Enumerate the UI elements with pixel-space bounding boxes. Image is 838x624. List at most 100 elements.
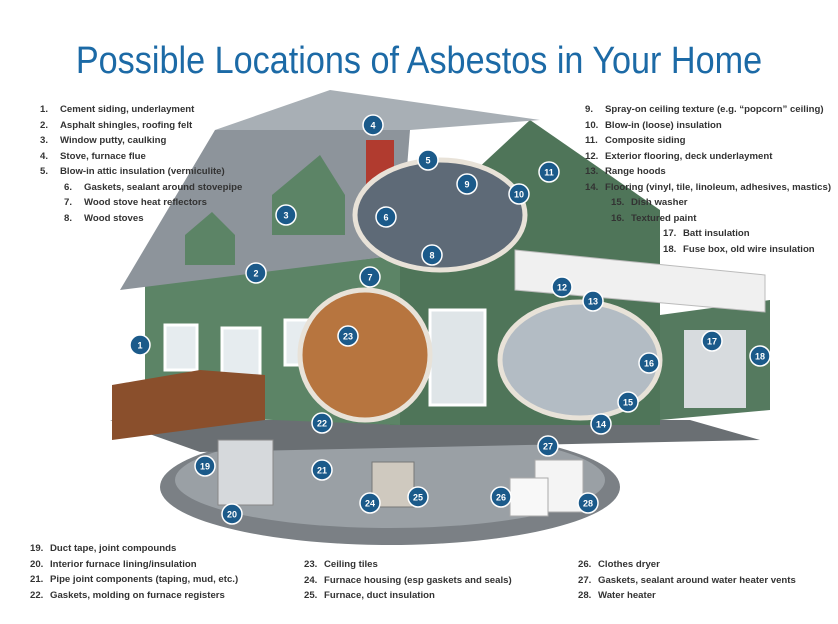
marker-circle <box>221 503 243 525</box>
marker-circle <box>490 486 512 508</box>
location-marker-16: 16 <box>638 352 660 374</box>
legend-bottom-left: 19.Duct tape, joint compounds 20.Interio… <box>30 541 238 603</box>
location-marker-18: 18 <box>749 345 771 367</box>
legend-item: 4.Stove, furnace flue <box>40 150 146 162</box>
legend-item: 25.Furnace, duct insulation <box>304 590 435 601</box>
location-marker-12: 12 <box>551 276 573 298</box>
location-marker-4: 4 <box>362 114 384 136</box>
marker-circle <box>362 114 384 136</box>
marker-label: 1 <box>137 341 142 351</box>
location-marker-20: 20 <box>221 503 243 525</box>
location-marker-10: 10 <box>508 183 530 205</box>
legend-bottom-right: 26.Clothes dryer 27.Gaskets, sealant aro… <box>578 557 796 604</box>
roof-ridge <box>215 90 540 130</box>
legend-top-left: 1.Cement siding, underlayment 2.Asphalt … <box>40 102 242 226</box>
marker-label: 19 <box>200 462 210 472</box>
marker-label: 9 <box>464 180 469 190</box>
marker-circle <box>577 492 599 514</box>
cutaway-room <box>297 287 433 423</box>
marker-layer: 1234567891011121314151617181920212223242… <box>129 114 771 525</box>
location-marker-13: 13 <box>582 290 604 312</box>
marker-circle <box>551 276 573 298</box>
marker-circle <box>407 486 429 508</box>
marker-label: 6 <box>383 213 388 223</box>
marker-circle <box>245 262 267 284</box>
legend-item: 28.Water heater <box>578 590 656 601</box>
legend-item: 9.Spray-on ceiling texture (e.g. “popcor… <box>585 104 824 115</box>
marker-label: 28 <box>583 499 593 509</box>
marker-label: 7 <box>367 273 372 283</box>
marker-label: 3 <box>283 211 288 221</box>
legend-item: 6.Gaskets, sealant around stovepipe <box>64 181 243 193</box>
marker-label: 14 <box>596 420 606 430</box>
location-marker-3: 3 <box>275 204 297 226</box>
cutaway-kitchen <box>497 299 663 421</box>
marker-circle <box>375 206 397 228</box>
legend-item: 23.Ceiling tiles <box>304 559 378 570</box>
location-marker-9: 9 <box>456 173 478 195</box>
marker-label: 17 <box>707 337 717 347</box>
location-marker-26: 26 <box>490 486 512 508</box>
legend-item: 24.Furnace housing (esp gaskets and seal… <box>304 574 512 586</box>
marker-circle <box>311 412 333 434</box>
marker-circle <box>638 352 660 374</box>
marker-circle <box>417 149 439 171</box>
location-marker-6: 6 <box>375 206 397 228</box>
legend-item: 22.Gaskets, molding on furnace registers <box>30 589 225 601</box>
marker-circle <box>749 345 771 367</box>
marker-label: 13 <box>588 297 598 307</box>
marker-circle <box>508 183 530 205</box>
location-marker-1: 1 <box>129 334 151 356</box>
patio-door <box>428 308 487 407</box>
dormer-lower <box>185 212 235 265</box>
legend-item: 20.Interior furnace lining/insulation <box>30 558 197 570</box>
marker-circle <box>129 334 151 356</box>
legend-top-right: 9.Spray-on ceiling texture (e.g. “popcor… <box>585 102 831 257</box>
clothes-dryer <box>509 477 549 517</box>
location-marker-27: 27 <box>537 435 559 457</box>
marker-label: 20 <box>227 510 237 520</box>
legend-item: 2.Asphalt shingles, roofing felt <box>40 119 193 131</box>
location-marker-25: 25 <box>407 486 429 508</box>
marker-circle <box>194 455 216 477</box>
legend-item: 21.Pipe joint components (taping, mud, e… <box>30 574 239 585</box>
location-marker-14: 14 <box>590 413 612 435</box>
legend-item: 8.Wood stoves <box>64 212 144 224</box>
location-marker-17: 17 <box>701 330 723 352</box>
legend-item: 5.Blow-in attic insulation (vermiculite) <box>40 166 225 177</box>
legend-item: 16.Textured paint <box>611 212 697 224</box>
marker-circle <box>701 330 723 352</box>
window-left <box>163 323 199 372</box>
marker-label: 21 <box>317 466 327 476</box>
location-marker-23: 23 <box>337 325 359 347</box>
marker-circle <box>590 413 612 435</box>
legend-item: 19.Duct tape, joint compounds <box>30 543 177 554</box>
marker-label: 22 <box>317 419 327 429</box>
legend-item: 18.Fuse box, old wire insulation <box>663 243 815 255</box>
marker-label: 23 <box>343 332 353 342</box>
legend-item: 17.Batt insulation <box>663 228 750 239</box>
legend-item: 27.Gaskets, sealant around water heater … <box>578 574 796 586</box>
furnace <box>217 439 274 506</box>
location-marker-24: 24 <box>359 492 381 514</box>
location-marker-19: 19 <box>194 455 216 477</box>
marker-label: 27 <box>543 442 553 452</box>
marker-label: 25 <box>413 493 423 503</box>
marker-label: 8 <box>429 251 434 261</box>
legend-item: 7.Wood stove heat reflectors <box>64 197 207 208</box>
marker-label: 18 <box>755 352 765 362</box>
legend-item: 15.Dish washer <box>611 197 688 208</box>
marker-label: 11 <box>544 168 554 178</box>
marker-label: 5 <box>425 156 430 166</box>
marker-circle <box>538 161 560 183</box>
location-marker-15: 15 <box>617 391 639 413</box>
legend-item: 26.Clothes dryer <box>578 559 660 570</box>
marker-circle <box>359 266 381 288</box>
marker-circle <box>456 173 478 195</box>
marker-circle <box>275 204 297 226</box>
legend-item: 11.Composite siding <box>585 135 686 146</box>
marker-circle <box>311 459 333 481</box>
marker-circle <box>337 325 359 347</box>
legend-bottom-mid: 23.Ceiling tiles 24.Furnace housing (esp… <box>304 557 512 604</box>
